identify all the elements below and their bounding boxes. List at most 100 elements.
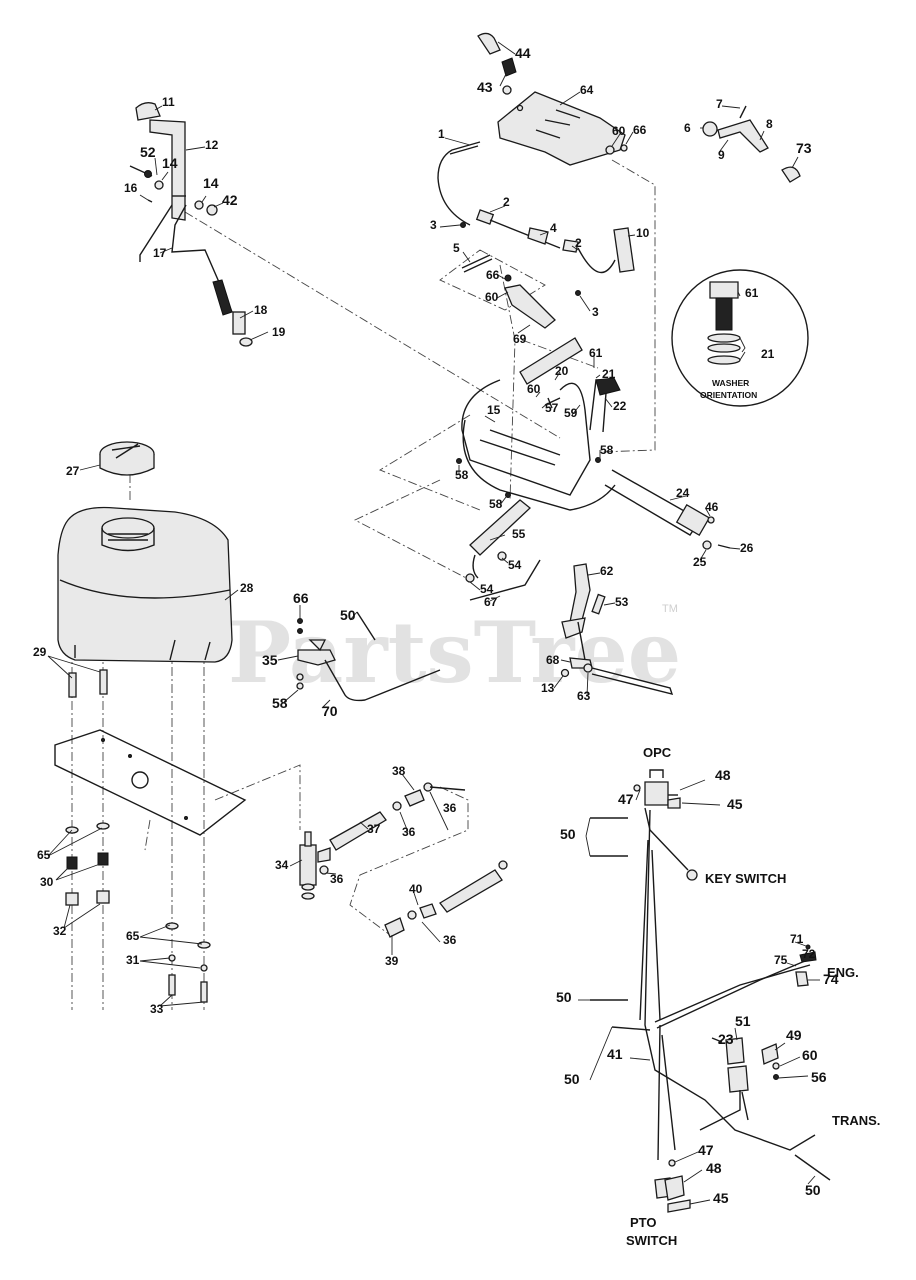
callout-57: 57 xyxy=(545,401,559,415)
callout-28: 28 xyxy=(240,581,254,595)
callout-58: 58 xyxy=(489,497,503,511)
callout-59: 59 xyxy=(564,406,578,420)
callout-40: 40 xyxy=(409,882,423,896)
callout-71: 71 xyxy=(790,932,804,946)
callout-60: 60 xyxy=(527,382,541,396)
callout-24: 24 xyxy=(676,486,690,500)
eng-label: ENG. xyxy=(827,965,859,980)
callout-50: 50 xyxy=(340,607,356,623)
callout-36: 36 xyxy=(402,825,416,839)
callout-60: 60 xyxy=(612,124,626,138)
text-labels: OPC KEY SWITCH ENG. TRANS. PTO SWITCH xyxy=(626,745,880,1248)
callout-47: 47 xyxy=(698,1142,714,1158)
callout-43: 43 xyxy=(477,79,493,95)
callout-8: 8 xyxy=(766,117,773,131)
callout-66: 66 xyxy=(293,590,309,606)
callout-17: 17 xyxy=(153,246,167,260)
callout-50: 50 xyxy=(564,1071,580,1087)
callout-36: 36 xyxy=(443,801,457,815)
callout-44: 44 xyxy=(515,45,531,61)
callout-47: 47 xyxy=(618,791,634,807)
callout-56: 56 xyxy=(811,1069,827,1085)
fuel-tank xyxy=(57,441,233,663)
callout-10: 10 xyxy=(636,226,650,240)
callout-1: 1 xyxy=(438,127,445,141)
brake-handle xyxy=(560,563,674,695)
callout-58: 58 xyxy=(272,695,288,711)
callout-25: 25 xyxy=(693,555,707,569)
callout-42: 42 xyxy=(222,192,238,208)
opc-label: OPC xyxy=(643,745,672,760)
callout-36: 36 xyxy=(330,872,344,886)
callout-67: 67 xyxy=(484,595,498,609)
callout-35: 35 xyxy=(262,652,278,668)
callout-15: 15 xyxy=(487,403,501,417)
callout-3: 3 xyxy=(592,305,599,319)
fuel-lines xyxy=(299,782,508,938)
callout-65: 65 xyxy=(37,848,51,862)
callout-75: 75 xyxy=(774,953,788,967)
callout-11: 11 xyxy=(162,95,175,109)
callout-9: 9 xyxy=(718,148,725,162)
callout-34: 34 xyxy=(275,858,289,872)
callout-3: 3 xyxy=(430,218,437,232)
callout-45: 45 xyxy=(727,796,743,812)
callout-49: 49 xyxy=(786,1027,802,1043)
callout-16: 16 xyxy=(124,181,138,195)
callout-39: 39 xyxy=(385,954,399,968)
callout-50: 50 xyxy=(560,826,576,842)
callout-64: 64 xyxy=(580,83,594,97)
callout-26: 26 xyxy=(740,541,754,555)
callout-38: 38 xyxy=(392,764,406,778)
callout-29: 29 xyxy=(33,645,47,659)
callout-48: 48 xyxy=(715,767,731,783)
callout-14: 14 xyxy=(203,175,219,191)
callout-63: 63 xyxy=(577,689,591,703)
callout-18: 18 xyxy=(254,303,268,317)
watermark: PartsTree TM xyxy=(228,603,681,702)
callout-65: 65 xyxy=(126,929,140,943)
callout-36: 36 xyxy=(443,933,457,947)
callout-61: 61 xyxy=(589,346,603,360)
watermark-trademark: TM xyxy=(662,603,678,615)
watermark-text: PartsTree xyxy=(228,603,681,702)
console-plate xyxy=(477,32,628,166)
callout-21: 21 xyxy=(602,367,616,381)
callout-68: 68 xyxy=(546,653,560,667)
callout-46: 46 xyxy=(705,500,719,514)
callout-27: 27 xyxy=(66,464,80,478)
callout-41: 41 xyxy=(607,1046,623,1062)
callout-48: 48 xyxy=(706,1160,722,1176)
callout-21: 21 xyxy=(761,347,775,361)
callout-31: 31 xyxy=(126,953,140,967)
callout-33: 33 xyxy=(150,1002,164,1016)
callout-66: 66 xyxy=(486,268,500,282)
callout-20: 20 xyxy=(555,364,569,378)
callout-60: 60 xyxy=(485,290,499,304)
callout-55: 55 xyxy=(512,527,526,541)
callout-13: 13 xyxy=(541,681,555,695)
trans-label: TRANS. xyxy=(832,1113,880,1128)
control-cable xyxy=(296,611,441,702)
callout-69: 69 xyxy=(513,332,527,346)
callout-23: 23 xyxy=(718,1031,734,1047)
callout-58: 58 xyxy=(455,468,469,482)
washer-label-2: ORIENTATION xyxy=(700,390,757,400)
handle-frame xyxy=(456,337,731,550)
callout-50: 50 xyxy=(805,1182,821,1198)
pedal-assembly xyxy=(129,102,253,347)
callout-50: 50 xyxy=(556,989,572,1005)
switch-label: SWITCH xyxy=(626,1233,677,1248)
linkage xyxy=(437,141,635,329)
callout-61: 61 xyxy=(745,286,759,300)
callout-58: 58 xyxy=(600,443,614,457)
callout-2: 2 xyxy=(575,236,582,250)
pto-label: PTO xyxy=(630,1215,657,1230)
upper-right-parts xyxy=(702,105,801,183)
callout-12: 12 xyxy=(205,138,219,152)
key-switch-label: KEY SWITCH xyxy=(705,871,786,886)
callout-54: 54 xyxy=(480,582,494,596)
callout-2: 2 xyxy=(503,195,510,209)
